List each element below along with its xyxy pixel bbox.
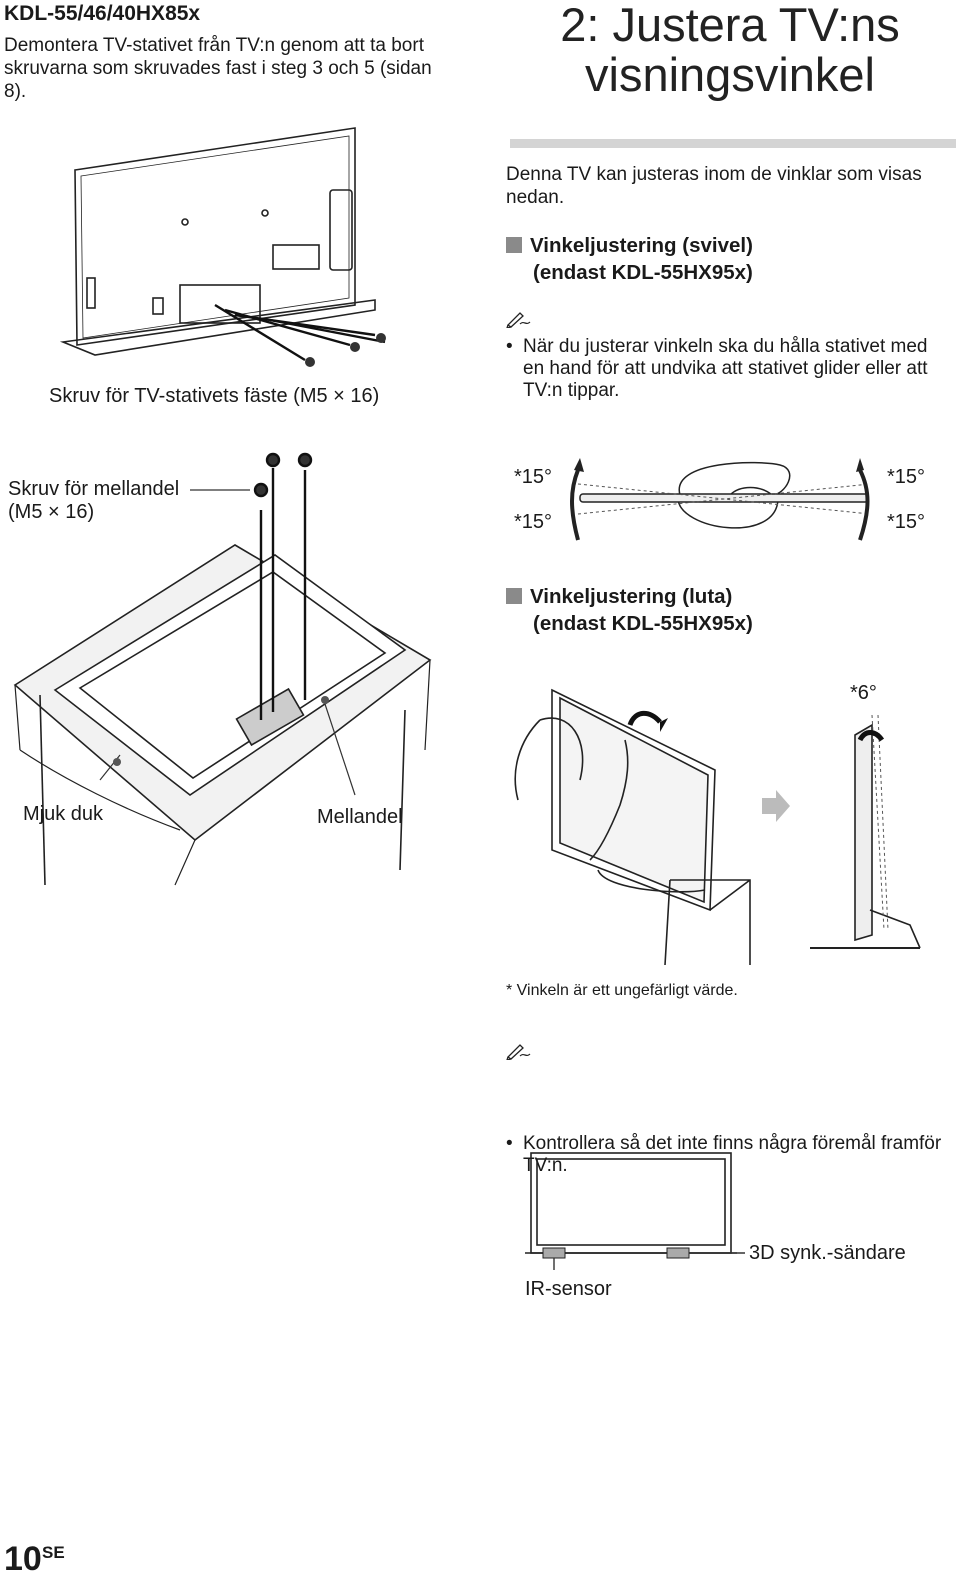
swivel-heading-line1: Vinkeljustering (svivel) xyxy=(530,234,753,257)
front-clear-note: Kontrollera så det inte finns några före… xyxy=(506,1133,943,1177)
pencil-note-icon xyxy=(506,312,531,328)
ir-sensor-label: IR-sensor xyxy=(525,1278,612,1300)
tilt-illustration xyxy=(514,688,921,965)
middle-part-label: Mellandel xyxy=(317,806,403,828)
middle-screw-label-line1: Skruv för mellandel xyxy=(8,478,180,500)
swivel-angle-top-right: *15° xyxy=(887,466,926,488)
tilt-heading-line2: (endast KDL-55HX95x) xyxy=(533,612,753,635)
section-square-icon xyxy=(506,588,522,604)
page-suffix: SE xyxy=(42,1543,65,1562)
middle-screw-label-line2: (M5 × 16) xyxy=(8,501,95,523)
section-rule xyxy=(510,139,956,148)
intro-text: Demontera TV-stativet från TV:n genom at… xyxy=(4,35,432,102)
middle-screw-label: Skruv för mellandel (M5 × 16) xyxy=(8,478,179,524)
swivel-angle-bottom-left: *15° xyxy=(514,511,553,533)
soft-cloth-label: Mjuk duk xyxy=(23,803,104,825)
adjust-intro-text: Denna TV kan justeras inom de vinklar so… xyxy=(506,164,922,208)
tv-front-sensors-illustration xyxy=(525,1152,745,1270)
3d-sync-transmitter-label: 3D synk.-sändare xyxy=(749,1242,906,1264)
tilt-angle-label: *6° xyxy=(850,682,877,704)
swivel-angle-bottom-right: *15° xyxy=(887,511,926,533)
pencil-note-icon xyxy=(506,1044,531,1060)
model-heading: KDL-55/46/40HX85x xyxy=(4,2,201,25)
tilt-heading-line1: Vinkeljustering (luta) xyxy=(530,585,733,608)
tilt-heading: Vinkeljustering (luta) (endast KDL-55HX9… xyxy=(506,583,946,637)
stand-screw-label: Skruv för TV-stativets fäste (M5 × 16) xyxy=(49,385,380,407)
tv-on-table-illustration xyxy=(13,452,432,886)
tv-back-stand-illustration xyxy=(59,127,386,367)
swivel-heading: Vinkeljustering (svivel) (endast KDL-55H… xyxy=(506,232,946,286)
swivel-heading-line2: (endast KDL-55HX95x) xyxy=(533,261,753,284)
page-title: 2: Justera TV:ns visningsvinkel xyxy=(560,0,900,101)
swivel-note: När du justerar vinkeln ska du hålla sta… xyxy=(506,336,953,402)
swivel-angle-top-left: *15° xyxy=(514,466,553,488)
section-square-icon xyxy=(506,237,522,253)
page-number: 10 xyxy=(4,1540,42,1578)
angle-footnote: * Vinkeln är ett ungefärligt värde. xyxy=(506,982,738,999)
swivel-angle-diagram xyxy=(570,458,871,541)
